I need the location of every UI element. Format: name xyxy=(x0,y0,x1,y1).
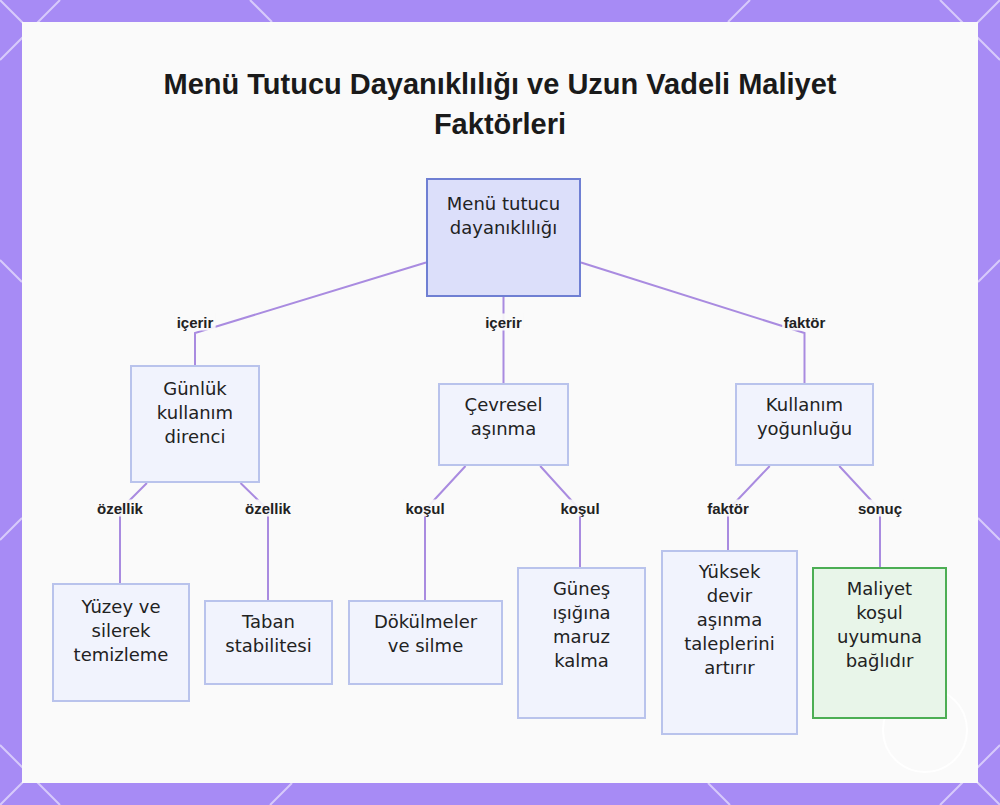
concept-box: Kullanım yoğunluğu xyxy=(735,383,874,466)
root-box: Menü tutucu dayanıklılığı xyxy=(426,178,581,297)
connector-line xyxy=(195,262,426,365)
node-text: Kullanım yoğunluğu xyxy=(751,393,858,441)
node-text: Maliyet koşul uyumuna bağlıdır xyxy=(828,577,931,673)
edge-label: sonuç xyxy=(856,500,904,517)
node-text: Dökülmeler ve silme xyxy=(364,610,487,658)
concept-box: Yüksek devir aşınma taleplerini artırır xyxy=(661,550,798,735)
node-text: Taban stabilitesi xyxy=(220,610,317,658)
edge-label: koşul xyxy=(558,500,601,517)
connector-line xyxy=(503,297,505,383)
edge-label: özellik xyxy=(243,500,293,517)
edge-label: içerir xyxy=(483,314,524,331)
connector-line xyxy=(839,466,880,567)
connector-line xyxy=(120,483,147,583)
result-box: Maliyet koşul uyumuna bağlıdır xyxy=(812,567,947,719)
connector-line xyxy=(540,466,580,567)
edge-label: içerir xyxy=(175,314,216,331)
node-text: Çevresel aşınma xyxy=(454,393,553,441)
node-text: Yüzey ve silerek temizleme xyxy=(68,595,174,667)
node-text: Güneş ışığına maruz kalma xyxy=(533,577,630,673)
edge-label: faktör xyxy=(705,500,751,517)
edge-label: faktör xyxy=(782,314,828,331)
concept-box: Çevresel aşınma xyxy=(438,383,569,466)
node-text: Yüksek devir aşınma taleplerini artırır xyxy=(677,560,782,680)
connector-line xyxy=(425,466,466,600)
node-text: Günlük kullanım direnci xyxy=(146,377,244,449)
concept-box: Günlük kullanım direnci xyxy=(130,365,260,483)
concept-box: Dökülmeler ve silme xyxy=(348,600,503,685)
concept-box: Yüzey ve silerek temizleme xyxy=(52,583,190,702)
edge-label: koşul xyxy=(403,500,446,517)
inner-panel xyxy=(22,22,978,783)
diagram-title: Menü Tutucu Dayanıklılığı ve Uzun Vadeli… xyxy=(150,64,850,144)
concept-box: Taban stabilitesi xyxy=(204,600,333,685)
connector-line xyxy=(581,262,805,383)
node-text: Menü tutucu dayanıklılığı xyxy=(442,192,565,240)
edge-label: özellik xyxy=(95,500,145,517)
concept-box: Güneş ışığına maruz kalma xyxy=(517,567,646,719)
